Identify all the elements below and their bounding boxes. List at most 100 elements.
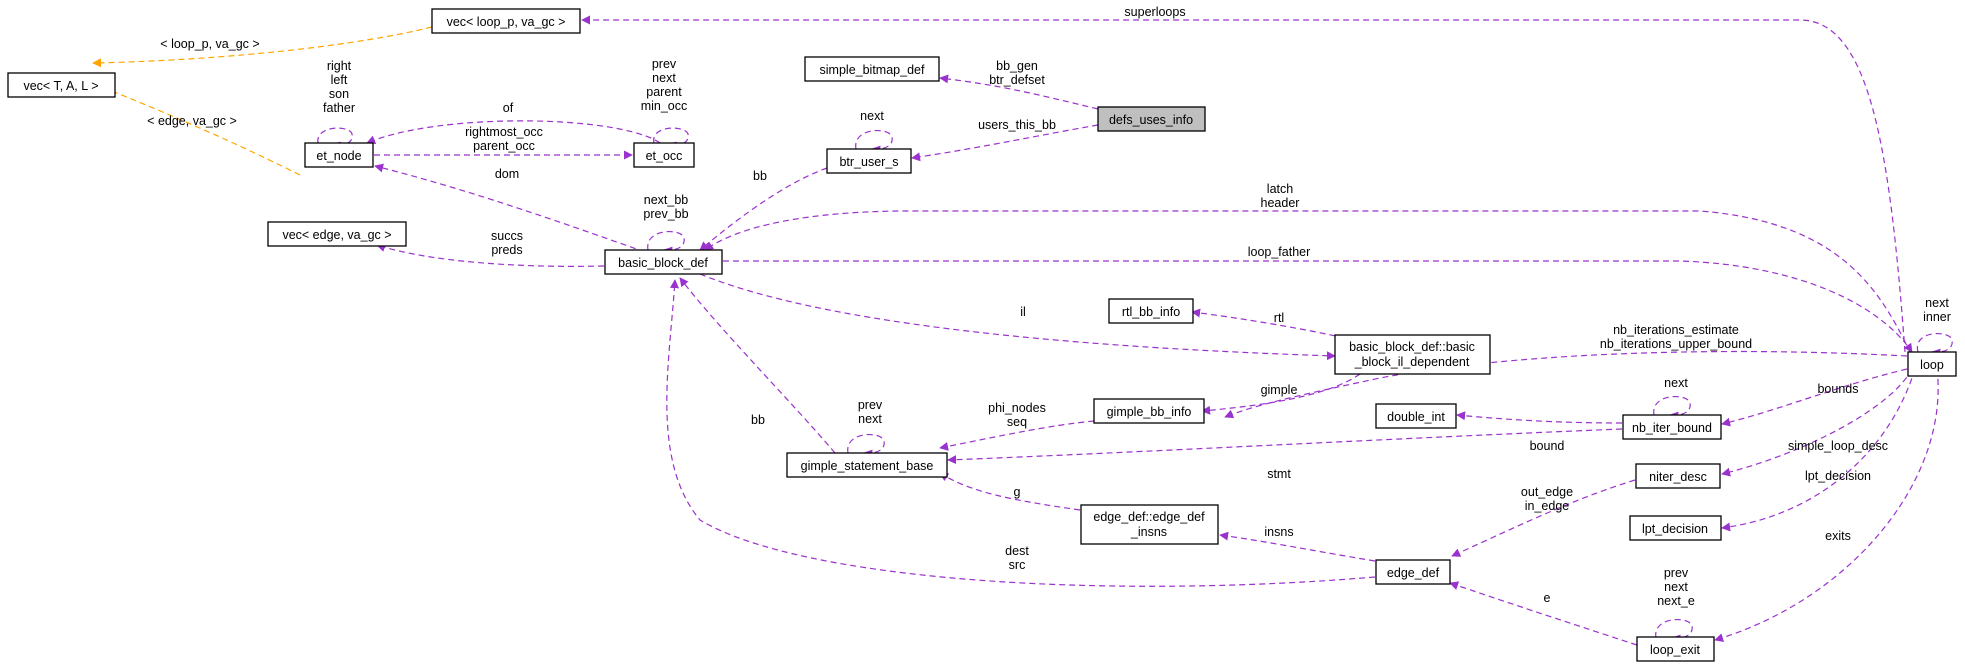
label-succs: succs (491, 229, 523, 243)
node-vec-loop-p[interactable]: vec< loop_p, va_gc > (431, 8, 581, 34)
label-seq: seq (1007, 415, 1027, 429)
edge-bb-gen-defset (939, 74, 1099, 110)
label-loop-father: loop_father (1248, 245, 1311, 259)
label-out-edge: out_edge (1521, 485, 1573, 499)
label-btr-defset: btr_defset (989, 73, 1045, 87)
node-loop[interactable]: loop (1907, 351, 1957, 377)
node-edge-def-insns-label-1: edge_def::edge_def (1093, 510, 1205, 524)
node-double-int[interactable]: double_int (1375, 403, 1457, 429)
label-bb-btr: bb (753, 169, 767, 183)
node-rtl-bb-info[interactable]: rtl_bb_info (1108, 298, 1194, 324)
edge-vec-loop-p-to-vec (92, 26, 433, 68)
edge-loop-exit-self (1655, 619, 1693, 644)
label-superloops: superloops (1124, 5, 1185, 19)
node-edge-def[interactable]: edge_def (1375, 559, 1451, 585)
edge-loop-self (1916, 333, 1953, 358)
label-gimple: gimple (1261, 383, 1298, 397)
node-gimple-bb-info-label: gimple_bb_info (1107, 405, 1192, 419)
node-basic-block-def[interactable]: basic_block_def (604, 249, 723, 275)
node-vec-edge[interactable]: vec< edge, va_gc > (267, 221, 407, 247)
edge-nb-self (1653, 396, 1691, 421)
node-et-occ-label: et_occ (646, 149, 683, 163)
label-simple-loop-desc: simple_loop_desc (1788, 439, 1888, 453)
label-loop-inner: inner (1923, 310, 1951, 324)
label-e: e (1544, 591, 1551, 605)
node-et-occ[interactable]: et_occ (633, 142, 695, 168)
node-vec-t-a-l[interactable]: vec< T, A, L > (7, 72, 116, 98)
edges (81, 15, 1953, 646)
edge-et-node-self (317, 127, 353, 151)
node-gimple-statement-base-label: gimple_statement_base (801, 459, 934, 473)
node-lpt-decision[interactable]: lpt_decision (1629, 515, 1722, 541)
label-nb-iterations-upper-bound: nb_iterations_upper_bound (1600, 337, 1752, 351)
edge-loop-father (723, 260, 1913, 353)
node-simple-bitmap-def[interactable]: simple_bitmap_def (804, 56, 940, 82)
label-loop-exit-prev: prev (1664, 566, 1689, 580)
node-simple-bitmap-def-label: simple_bitmap_def (820, 63, 925, 77)
label-rightmost-occ: rightmost_occ (465, 125, 543, 139)
label-et-node-son: son (329, 87, 349, 101)
label-users-this-bb: users_this_bb (978, 118, 1056, 132)
label-header: header (1261, 196, 1300, 210)
node-et-node[interactable]: et_node (304, 142, 374, 168)
label-prev-bb: prev_bb (643, 207, 688, 221)
node-double-int-label: double_int (1387, 410, 1445, 424)
node-et-node-label: et_node (316, 149, 361, 163)
node-edge-def-insns-label-2: _insns (1130, 525, 1167, 539)
node-bb-il-dependent[interactable]: basic_block_def::basic _block_il_depende… (1334, 334, 1491, 375)
label-g: g (1014, 485, 1021, 499)
edge-simple-loop-desc (1721, 368, 1913, 477)
edge-dom (374, 163, 646, 253)
label-btr-next: next (860, 109, 884, 123)
node-btr-user-s-label: btr_user_s (839, 155, 898, 169)
node-btr-user-s[interactable]: btr_user_s (826, 148, 912, 174)
label-edge-va-gc: < edge, va_gc > (147, 114, 237, 128)
node-loop-exit[interactable]: loop_exit (1636, 636, 1715, 662)
node-nb-iter-bound[interactable]: nb_iter_bound (1622, 414, 1722, 440)
node-lpt-decision-label: lpt_decision (1642, 522, 1708, 536)
node-vec-edge-label: vec< edge, va_gc > (282, 228, 391, 242)
edge-phi-seq (939, 420, 1095, 451)
label-nb-iterations-estimate: nb_iterations_estimate (1613, 323, 1739, 337)
label-il: il (1020, 305, 1026, 319)
edge-insns (1219, 531, 1376, 562)
node-basic-block-def-label: basic_block_def (618, 256, 708, 270)
label-next-bb: next_bb (644, 193, 689, 207)
node-gimple-statement-base[interactable]: gimple_statement_base (786, 452, 948, 478)
edge-gsb-self (847, 434, 885, 459)
label-dom: dom (495, 167, 519, 181)
edge-users-this-bb (911, 124, 1099, 162)
node-nb-iter-bound-label: nb_iter_bound (1632, 421, 1712, 435)
node-gimple-bb-info[interactable]: gimple_bb_info (1093, 398, 1205, 424)
edge-succs-preds (376, 243, 605, 267)
node-edge-def-insns[interactable]: edge_def::edge_def _insns (1080, 504, 1219, 545)
label-et-occ-prev: prev (652, 57, 677, 71)
label-et-node-father: father (323, 101, 355, 115)
edge-rtl (1191, 308, 1346, 339)
nodes: vec< T, A, L > vec< loop_p, va_gc > simp… (7, 8, 1957, 662)
node-loop-exit-label: loop_exit (1650, 643, 1701, 657)
edge-nb-iterations (1224, 350, 1908, 419)
edge-il (699, 273, 1336, 361)
label-et-occ-min-occ: min_occ (641, 99, 688, 113)
label-gsb-prev: prev (858, 398, 883, 412)
edge-of (366, 120, 661, 144)
label-et-node-left: left (331, 73, 348, 87)
label-loop-exit-next: next (1664, 580, 1688, 594)
edge-bb-self (647, 231, 685, 256)
edge-bounds (1721, 368, 1908, 427)
label-preds: preds (491, 243, 522, 257)
edge-stmt (947, 428, 1623, 465)
node-niter-desc-label: niter_desc (1649, 470, 1707, 484)
edge-latch-header (704, 210, 1911, 353)
node-vec-loop-p-label: vec< loop_p, va_gc > (447, 15, 566, 29)
label-loop-next: next (1925, 296, 1949, 310)
label-et-occ-parent: parent (646, 85, 682, 99)
label-bounds: bounds (1817, 382, 1858, 396)
label-loop-p-va-gc: < loop_p, va_gc > (160, 37, 259, 51)
node-defs-uses-info[interactable]: defs_uses_info (1097, 106, 1206, 132)
node-niter-desc[interactable]: niter_desc (1635, 463, 1721, 489)
edge-dest-src (666, 279, 1376, 587)
label-dest: dest (1005, 544, 1029, 558)
label-bb-gsb: bb (751, 413, 765, 427)
